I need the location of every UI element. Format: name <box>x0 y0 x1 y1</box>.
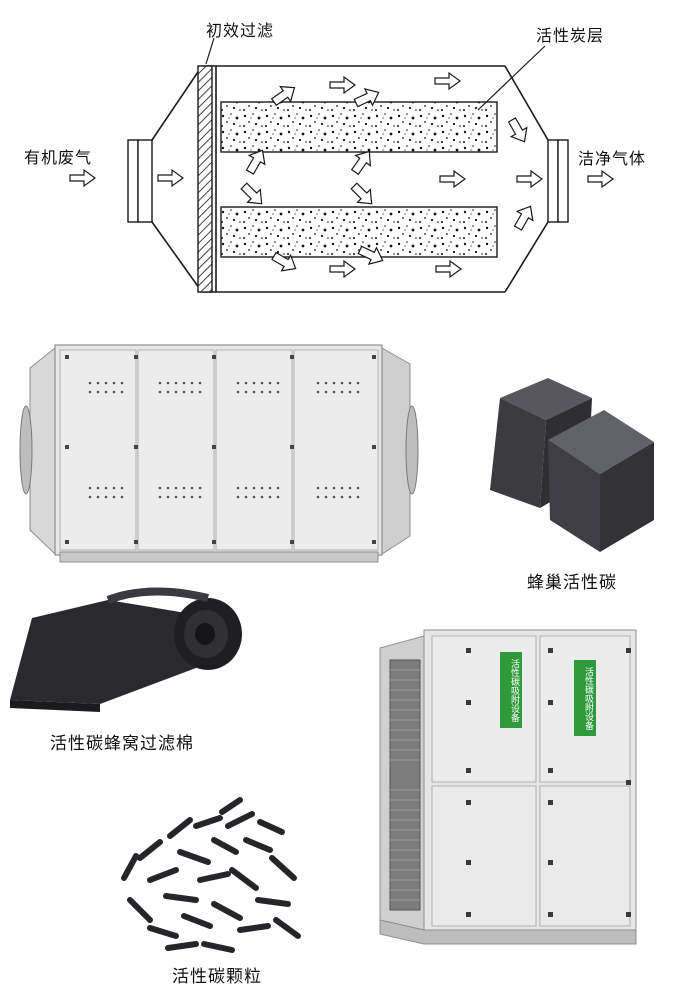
label-clean-gas: 洁净气体 <box>578 149 647 168</box>
leader-primary-filter <box>205 37 215 65</box>
honeycomb-carbon-blocks <box>490 378 654 552</box>
leader-carbon-layer <box>477 45 546 111</box>
inlet-flange <box>127 139 139 223</box>
housing-outline <box>151 65 549 293</box>
flow-arrows <box>69 71 615 279</box>
outlet-collar <box>547 139 559 223</box>
upright-cabinet <box>379 629 637 945</box>
label-carbon-layer: 活性炭层 <box>536 26 605 45</box>
carbon-layer-top <box>220 101 498 153</box>
carbon-granules <box>121 797 301 953</box>
label-carbon-filter-cotton: 活性碳蜂窝过滤棉 <box>50 734 194 754</box>
cabinet-sign-right: 活性碳吸附设备 <box>577 662 593 734</box>
label-carbon-granules: 活性碳颗粒 <box>172 967 262 987</box>
outlet-flange <box>557 139 569 223</box>
cabinet-sign-text: 活性碳吸附设备 <box>509 658 519 722</box>
label-primary-filter: 初效过滤 <box>206 21 275 40</box>
cabinet-sign-left: 活性碳吸附设备 <box>503 654 519 726</box>
label-inlet-gas: 有机废气 <box>24 148 93 167</box>
primary-filter <box>197 65 213 293</box>
carbon-layer-bottom <box>220 206 498 258</box>
label-honeycomb-carbon: 蜂巢活性碳 <box>527 573 617 593</box>
carbon-filter-cotton <box>10 587 242 712</box>
cabinet-sign-text: 活性碳吸附设备 <box>583 666 593 730</box>
horizontal-adsorption-box <box>19 344 419 563</box>
inlet-collar <box>137 139 153 223</box>
